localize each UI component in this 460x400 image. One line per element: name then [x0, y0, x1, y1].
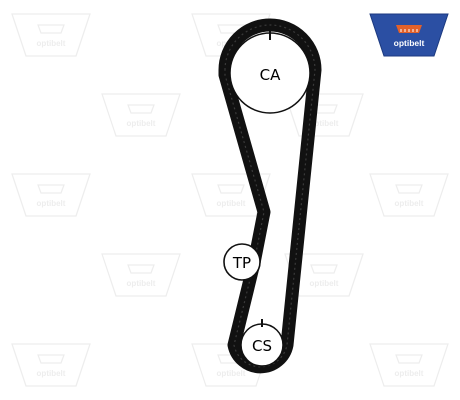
svg-text:optibelt: optibelt — [310, 119, 339, 128]
svg-text:optibelt: optibelt — [37, 369, 66, 378]
crankshaft-pulley: CS — [240, 319, 284, 367]
watermark-logo: optibelt — [11, 173, 91, 217]
svg-text:optibelt: optibelt — [127, 119, 156, 128]
timing-belt — [218, 18, 322, 374]
watermark-logo: optibelt — [11, 343, 91, 387]
svg-text:optibelt: optibelt — [217, 369, 246, 378]
watermark-logo: optibelt — [101, 93, 181, 137]
tensioner-pulley: TP — [223, 243, 261, 281]
svg-text:optibelt: optibelt — [127, 279, 156, 288]
optibelt-logo: optibelt — [369, 13, 449, 57]
watermark-logo: optibelt — [11, 13, 91, 57]
logo-brand-name: optibelt — [394, 38, 425, 48]
watermark-logo: optibelt — [369, 173, 449, 217]
svg-text:optibelt: optibelt — [395, 199, 424, 208]
svg-text:optibelt: optibelt — [37, 39, 66, 48]
svg-text:optibelt: optibelt — [217, 199, 246, 208]
watermark-logo: optibelt — [101, 253, 181, 297]
watermark-logo: optibelt — [369, 343, 449, 387]
camshaft-pulley: CA — [229, 28, 311, 114]
pulley-label-ca: CA — [260, 66, 281, 84]
pulley-label-tp: TP — [232, 254, 251, 272]
svg-text:optibelt: optibelt — [310, 279, 339, 288]
pulley-label-cs: CS — [252, 337, 272, 355]
svg-text:optibelt: optibelt — [37, 199, 66, 208]
svg-text:optibelt: optibelt — [395, 369, 424, 378]
watermark-logo: optibelt — [191, 173, 271, 217]
